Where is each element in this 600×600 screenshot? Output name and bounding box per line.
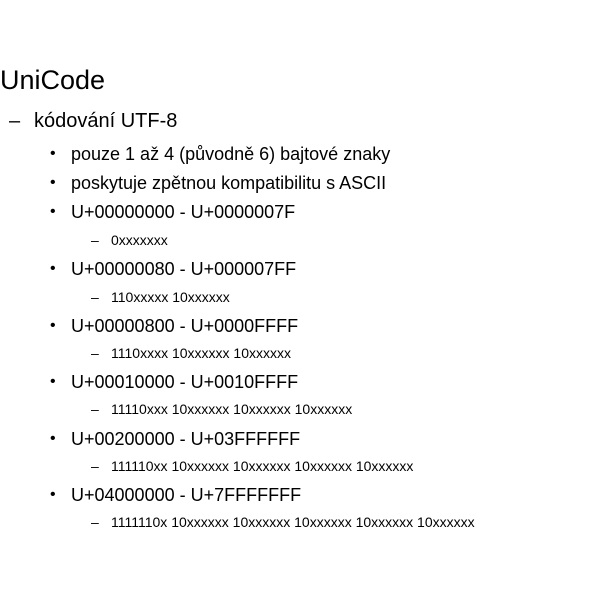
bullet-dot: • — [50, 317, 56, 334]
detail-text: 11110xxx 10xxxxxx 10xxxxxx 10xxxxxx — [111, 401, 353, 417]
subheading-dash: – — [9, 110, 21, 132]
bullet-dot: • — [50, 145, 56, 162]
subheading: –kódování UTF-8 — [9, 108, 177, 134]
detail-dash: – — [91, 289, 99, 305]
bullet-text: poskytuje zpětnou kompatibilitu s ASCII — [71, 173, 387, 193]
bullet-dot: • — [50, 174, 56, 191]
bullet-text: pouze 1 až 4 (původně 6) bajtové znaky — [71, 144, 391, 164]
subheading-label: kódování UTF-8 — [34, 110, 178, 132]
detail-text: 110xxxxx 10xxxxxx — [111, 289, 230, 305]
bullet-dot: • — [50, 486, 56, 503]
bullet-dot: • — [50, 373, 56, 390]
bullet-text: U+00200000 - U+03FFFFFF — [71, 429, 301, 449]
detail-dash: – — [91, 514, 99, 530]
detail-dash: – — [91, 458, 99, 474]
slide-title: UniCode — [0, 65, 106, 95]
bullet-text: U+00000800 - U+0000FFFF — [71, 316, 299, 336]
detail-dash: – — [91, 232, 99, 248]
bullet-text: U+00000000 - U+0000007F — [71, 202, 296, 222]
detail-text: 111110xx 10xxxxxx 10xxxxxx 10xxxxxx 10xx… — [111, 458, 414, 474]
detail-text: 1110xxxx 10xxxxxx 10xxxxxx — [111, 345, 291, 361]
detail-dash: – — [91, 401, 99, 417]
bullet-text: U+04000000 - U+7FFFFFFF — [71, 485, 302, 505]
bullet-text: U+00010000 - U+0010FFFF — [71, 372, 299, 392]
detail-text: 1111110x 10xxxxxx 10xxxxxx 10xxxxxx 10xx… — [111, 514, 475, 530]
bullet-dot: • — [50, 203, 56, 220]
bullet-text: U+00000080 - U+000007FF — [71, 259, 297, 279]
bullet-dot: • — [50, 430, 56, 447]
detail-text: 0xxxxxxx — [111, 232, 168, 248]
bullet-dot: • — [50, 260, 56, 277]
detail-dash: – — [91, 345, 99, 361]
